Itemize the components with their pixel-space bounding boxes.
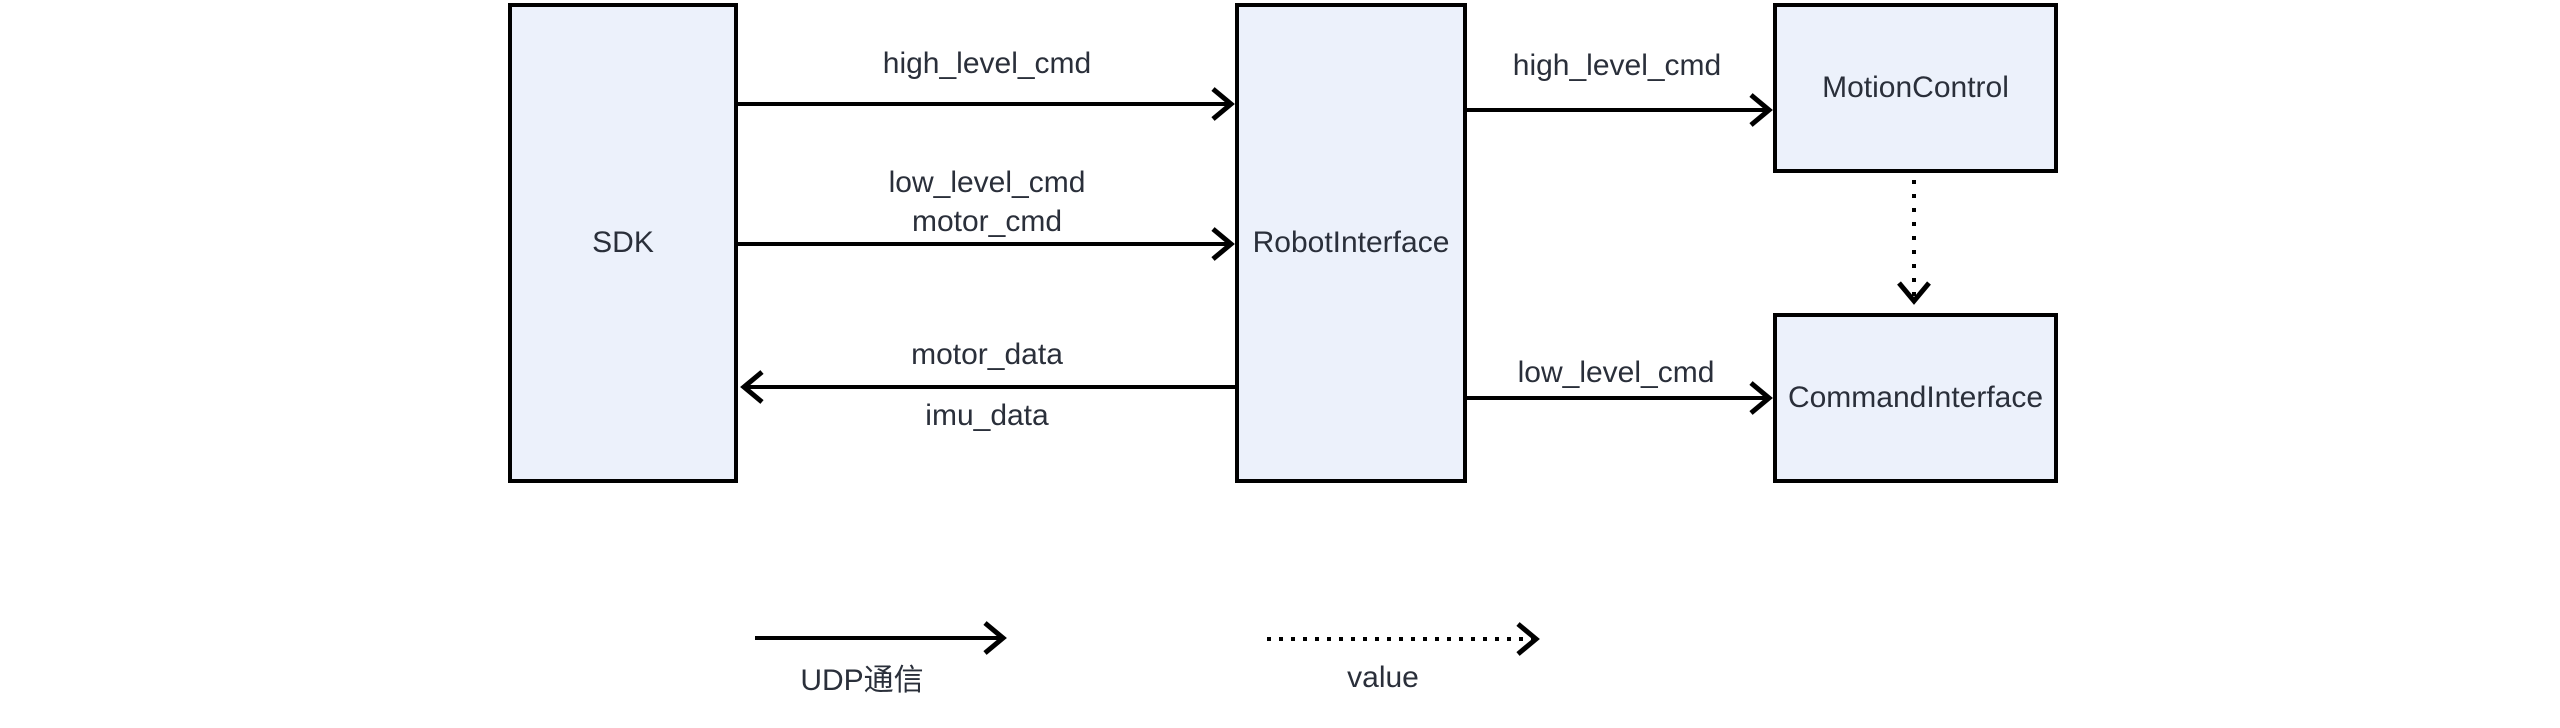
node-robotinterface-label: RobotInterface [1252, 226, 1450, 259]
edge-label-high-level-cmd-right: high_level_cmd [1512, 49, 1722, 82]
node-motioncontrol: MotionControl [1773, 3, 2058, 173]
node-commandinterface-label: CommandInterface [1787, 381, 2044, 414]
node-commandinterface: CommandInterface [1773, 313, 2058, 483]
legend-dotted-label: value [1347, 661, 1419, 694]
edge-label-motor-cmd: motor_cmd [911, 205, 1063, 238]
edge-label-motor-data: motor_data [911, 338, 1063, 371]
node-motioncontrol-label: MotionControl [1822, 71, 2009, 104]
node-sdk: SDK [508, 3, 738, 483]
node-robotinterface: RobotInterface [1235, 3, 1467, 483]
legend-solid-label: UDP通信 [800, 664, 924, 697]
edge-label-imu-data: imu_data [925, 399, 1049, 432]
edge-label-low-level-cmd-left: low_level_cmd [888, 166, 1086, 199]
node-sdk-label: SDK [592, 226, 654, 259]
edge-label-low-level-cmd-right: low_level_cmd [1517, 356, 1715, 389]
edge-label-high-level-cmd-left: high_level_cmd [882, 47, 1092, 80]
